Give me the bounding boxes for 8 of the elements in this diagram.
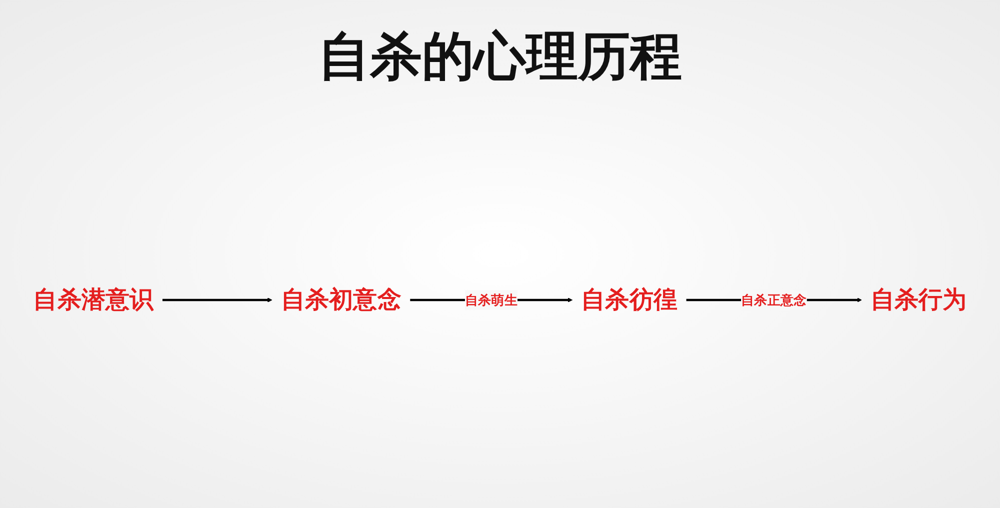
node-text: 自杀彷徨 [581,286,678,314]
node-text: 自杀行为 [870,286,967,314]
arrow [162,298,272,302]
node-text: 自杀初意念 [280,286,402,314]
edge-label: 自杀萌生 [464,292,518,308]
edge-label: 自杀正意念 [741,292,807,308]
diagram-title: 自杀的心理历程 [317,26,683,89]
node-text: 自杀潜意识 [33,286,154,314]
